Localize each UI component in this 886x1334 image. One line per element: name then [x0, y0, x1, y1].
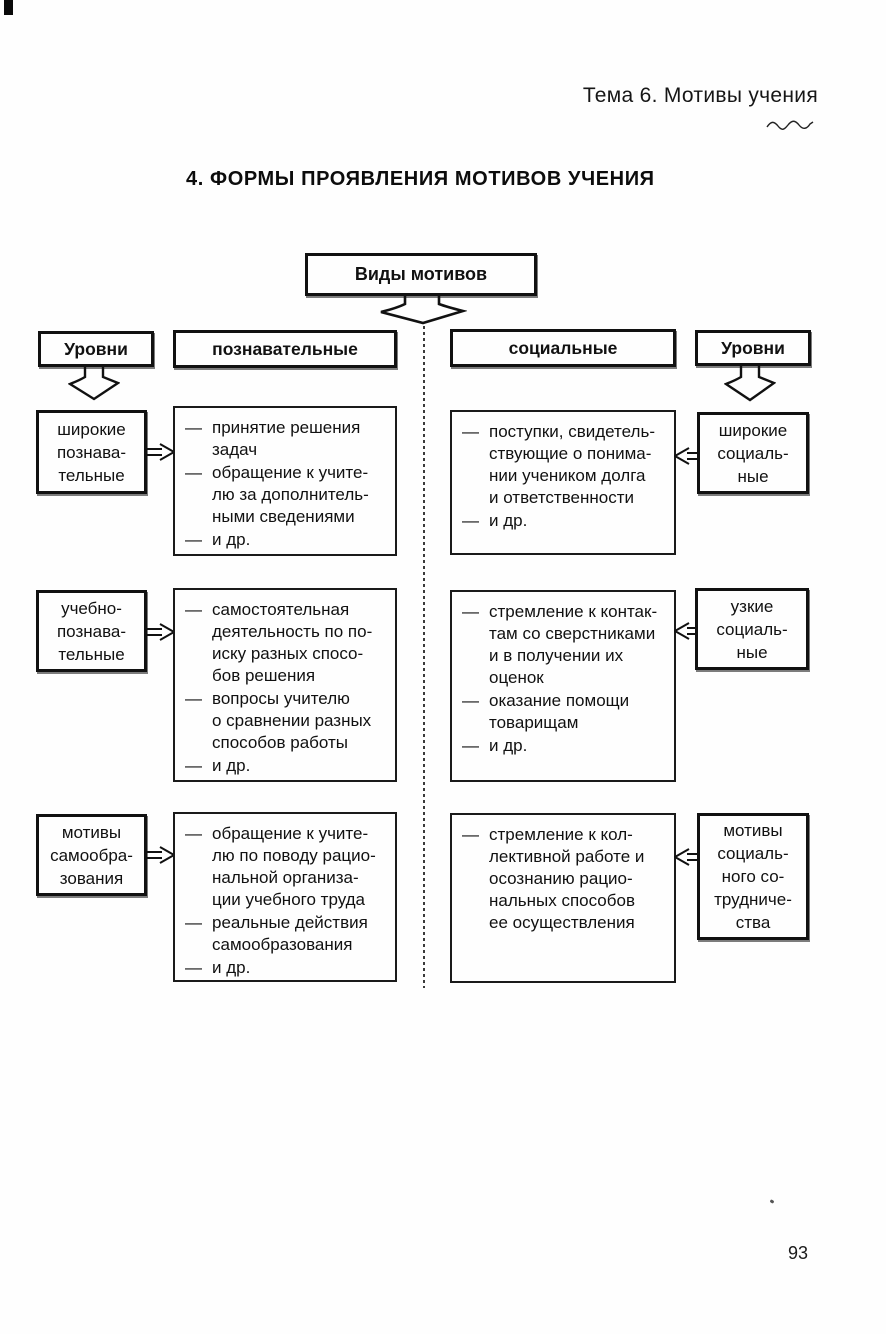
item-text: реальные действия самообразования [212, 913, 368, 954]
right-double-arrow-icon [145, 845, 175, 865]
item-bullet: — [185, 756, 202, 775]
levels-header-left: Уровни [38, 331, 154, 367]
item-bullet: — [462, 736, 479, 755]
list-item: — принятие решения задач [185, 417, 389, 461]
list-item: — обращение к учите- лю за дополнитель- … [185, 462, 389, 528]
item-bullet: — [462, 825, 479, 844]
item-bullet: — [185, 824, 202, 843]
item-bullet: — [462, 511, 479, 530]
list-item: — оказание помощи товарищам [462, 690, 668, 734]
scan-speck [769, 1199, 775, 1204]
item-bullet: — [185, 530, 202, 549]
root-label: Виды мотивов [354, 264, 488, 284]
item-text: оказание помощи товарищам [489, 691, 630, 732]
type-header-social: социальные [450, 329, 676, 367]
list-item: — вопросы учителю о сравнении разных спо… [185, 688, 389, 754]
levels-header-left-label: Уровни [64, 338, 128, 359]
list-item: — и др. [462, 510, 668, 532]
section-title: 4. ФОРМЫ ПРОЯВЛЕНИЯ МОТИВОВ УЧЕНИЯ [186, 168, 655, 190]
levels-header-right-label: Уровни [721, 337, 785, 358]
level-box-narrow-social: узкие социаль- ные [695, 588, 809, 670]
content-box-cognitive-3: — обращение к учите- лю по поводу рацио-… [173, 812, 397, 982]
level-box-wide-cognitive: широкие познава- тельные [36, 410, 147, 494]
content-box-cognitive-1: — принятие решения задач — обращение к у… [173, 406, 397, 556]
right-double-arrow-icon [145, 442, 175, 462]
item-text: и др. [489, 736, 528, 755]
list-item: — самостоятельная деятельность по по- ис… [185, 599, 389, 687]
down-arrow-icon [377, 296, 467, 325]
list-item: — реальные действия самообразования [185, 912, 389, 956]
level-box-self-education: мотивы самообра- зования [36, 814, 147, 896]
item-bullet: — [185, 418, 202, 437]
item-bullet: — [185, 600, 202, 619]
list-item: — обращение к учите- лю по поводу рацио-… [185, 823, 389, 911]
level-box-social-cooperation: мотивы социаль- ного со- трудниче- ства [697, 813, 809, 940]
item-bullet: — [185, 689, 202, 708]
scan-artifact-mark [4, 0, 13, 15]
running-header: Тема 6. Мотивы учения [582, 84, 818, 107]
item-text: и др. [212, 530, 251, 549]
level-box-wide-social: широкие социаль- ные [697, 412, 809, 494]
item-bullet: — [185, 958, 202, 977]
item-bullet: — [462, 422, 479, 441]
list-item: — и др. [462, 735, 668, 757]
item-text: обращение к учите- лю по поводу рацио- н… [212, 824, 376, 909]
item-text: и др. [212, 958, 251, 977]
list-item: — стремление к кол- лективной работе и о… [462, 824, 668, 934]
down-arrow-right-icon [724, 366, 776, 402]
content-box-social-3: — стремление к кол- лективной работе и о… [450, 813, 676, 983]
item-text: и др. [489, 511, 528, 530]
list-item: — поступки, свидетель- ствующие о понима… [462, 421, 668, 509]
levels-header-right: Уровни [695, 330, 811, 366]
item-text: стремление к кол- лективной работе и осо… [489, 825, 645, 932]
content-box-social-2: — стремление к контак- там со сверстника… [450, 590, 676, 782]
item-text: вопросы учителю о сравнении разных спосо… [212, 689, 372, 752]
decorative-squiggle-icon [766, 118, 814, 132]
item-text: поступки, свидетель- ствующие о понима- … [489, 422, 655, 507]
type-header-social-label: социальные [508, 337, 618, 358]
column-separator [423, 326, 425, 988]
list-item: — и др. [185, 529, 389, 551]
list-item: — и др. [185, 755, 389, 777]
item-bullet: — [462, 691, 479, 710]
item-text: принятие решения задач [212, 418, 361, 459]
item-text: и др. [212, 756, 251, 775]
item-bullet: — [185, 463, 202, 482]
list-item: — стремление к контак- там со сверстника… [462, 601, 668, 689]
root-box: Виды мотивов [305, 253, 537, 296]
list-item: — и др. [185, 957, 389, 979]
item-bullet: — [462, 602, 479, 621]
item-text: самостоятельная деятельность по по- иску… [212, 600, 373, 685]
content-box-social-1: — поступки, свидетель- ствующие о понима… [450, 410, 676, 555]
type-header-cognitive: познавательные [173, 330, 397, 368]
item-text: стремление к контак- там со сверстниками… [489, 602, 658, 687]
down-arrow-left-icon [68, 367, 120, 401]
right-double-arrow-icon [145, 622, 175, 642]
content-box-cognitive-2: — самостоятельная деятельность по по- ис… [173, 588, 397, 782]
page-number: 93 [788, 1243, 809, 1263]
level-box-learning-cognitive: учебно- познава- тельные [36, 590, 147, 672]
item-text: обращение к учите- лю за дополнитель- ны… [212, 463, 369, 526]
type-header-cognitive-label: познавательные [212, 338, 358, 359]
item-bullet: — [185, 913, 202, 932]
